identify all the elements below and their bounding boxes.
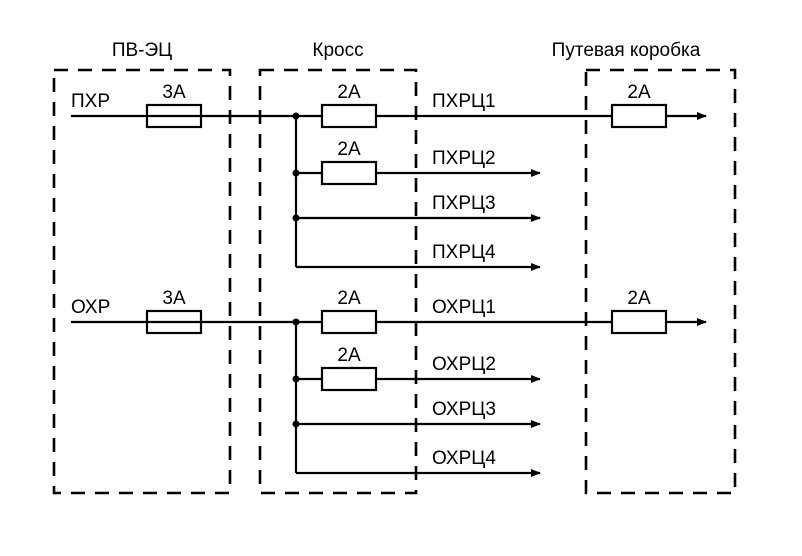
- group-2-output-1-junction-dot: [292, 318, 300, 326]
- group-1-input-label: ПХР: [71, 91, 110, 112]
- group-1-output-1-cross-fuse-rating: 2А: [337, 82, 361, 103]
- group-2-output-2-label: ОХРЦ2: [432, 354, 496, 375]
- group-2-output-2-junction-dot: [292, 375, 300, 383]
- group-2-output-2-cross-fuse-rating: 2А: [337, 345, 361, 366]
- group-1-output-2-cross-fuse-rating: 2А: [337, 139, 361, 160]
- group-2-output-1-cross-fuse-rating: 2А: [337, 288, 361, 309]
- block-title-kross: Кросс: [312, 40, 363, 61]
- block-kross: [258, 68, 418, 495]
- block-title-putevaya-korobka: Путевая коробка: [552, 40, 701, 61]
- group-2-output-3-label: ОХРЦ3: [432, 399, 496, 420]
- group-2-output-3-junction-dot: [292, 420, 300, 428]
- group-1-output-1-cross-fuse: [320, 103, 378, 129]
- group-2-output-1-box-fuse-rating: 2А: [627, 288, 651, 309]
- group-2-output-4-label: ОХРЦ4: [432, 448, 496, 469]
- group-1-output-1-label: ПХРЦ1: [432, 91, 496, 112]
- group-1-output-2-junction-dot: [292, 169, 300, 177]
- group-1-output-2-cross-fuse: [320, 160, 378, 186]
- group-1-output-1-junction-dot: [292, 112, 300, 120]
- block-pv-ec: [52, 68, 232, 495]
- group-2-output-1-label: ОХРЦ1: [432, 297, 496, 318]
- group-2-output-1-cross-fuse: [320, 309, 378, 335]
- group-1-output-3-junction-dot: [292, 214, 300, 222]
- group-2-output-2-cross-fuse: [320, 366, 378, 392]
- group-2-input-label: ОХР: [71, 297, 110, 318]
- group-1-input-fuse-rating: 3А: [162, 82, 186, 103]
- block-putevaya-korobka: [584, 68, 737, 495]
- group-1-output-1-box-fuse: [610, 103, 668, 129]
- group-2-input-fuse-rating: 3А: [162, 288, 186, 309]
- group-1-output-4-label: ПХРЦ4: [432, 242, 496, 263]
- block-title-pv-ec: ПВ-ЭЦ: [112, 40, 172, 61]
- group-1-output-1-box-fuse-rating: 2А: [627, 82, 651, 103]
- group-1-output-3-label: ПХРЦ3: [432, 193, 496, 214]
- group-1-output-2-label: ПХРЦ2: [432, 148, 496, 169]
- group-2-output-1-box-fuse: [610, 309, 668, 335]
